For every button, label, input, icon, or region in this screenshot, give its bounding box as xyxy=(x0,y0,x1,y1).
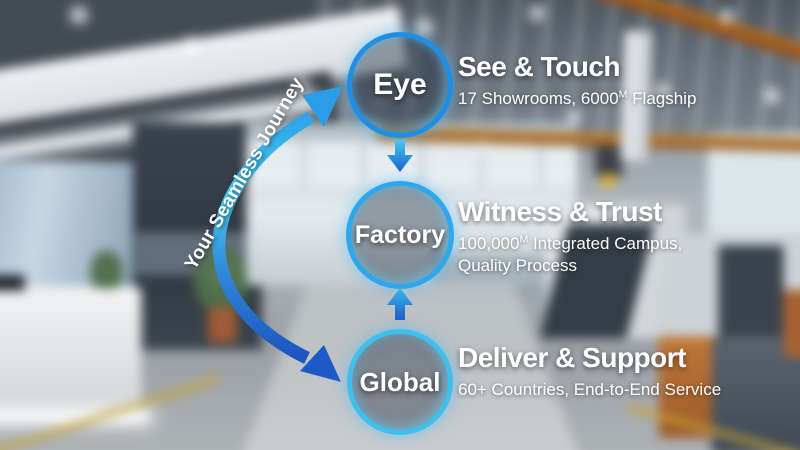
node-subtitle-factory: 100,000M Integrated Campus,Quality Proce… xyxy=(458,233,682,277)
subtitle-text: 17 Showrooms, 6000 xyxy=(458,88,619,108)
node-title-eye: See & Touch xyxy=(458,51,621,82)
bg-ceiling-light xyxy=(474,139,492,157)
bg-orange-cabinet-2 xyxy=(783,289,800,358)
bg-cnc-machine-2-panel xyxy=(718,245,784,339)
node-subtitle-global: 60+ Countries, End-to-End Service xyxy=(458,379,721,401)
arrow-up-icon xyxy=(387,288,413,320)
node-circle-factory-label: Factory xyxy=(354,220,446,249)
node-subtitle-eye: 17 Showrooms, 6000M Flagship xyxy=(458,88,696,110)
node-circle-eye-label: Eye xyxy=(373,68,427,101)
bg-ceiling-light xyxy=(525,1,549,25)
subtitle-text: Integrated Campus, xyxy=(528,233,683,253)
subtitle-superscript: M xyxy=(519,233,529,246)
bg-ceiling-light xyxy=(565,107,585,127)
bg-desk-device xyxy=(0,274,25,291)
node-circle-global: Global xyxy=(347,329,453,435)
bg-ceiling-light xyxy=(715,5,738,27)
node-circle-factory: Factory xyxy=(346,181,454,289)
bg-desk-plant xyxy=(90,250,123,289)
node-title-global: Deliver & Support xyxy=(458,342,686,373)
bg-crane-hook xyxy=(600,174,617,187)
bg-ceiling-light xyxy=(760,84,784,108)
subtitle-superscript: M xyxy=(618,88,628,101)
bg-ceiling-light xyxy=(652,79,674,101)
node-circle-global-label: Global xyxy=(359,366,441,397)
bg-reception-desk xyxy=(0,286,142,425)
subtitle-text: Flagship xyxy=(627,88,697,108)
bg-ceiling-light xyxy=(291,75,314,97)
node-text-factory: Witness & Trust 100,000M Integrated Camp… xyxy=(458,196,682,277)
bg-ceiling-light xyxy=(65,1,93,29)
arrow-down-icon xyxy=(387,140,413,172)
bg-plant-pot xyxy=(208,306,237,343)
bg-crane-hoist xyxy=(595,145,623,178)
node-text-eye: See & Touch 17 Showrooms, 6000M Flagship xyxy=(458,51,696,110)
bg-ceiling-light xyxy=(179,33,203,57)
bg-back-windows xyxy=(246,141,578,186)
node-text-global: Deliver & Support 60+ Countries, End-to-… xyxy=(458,342,721,401)
journey-arrow-icon xyxy=(212,86,343,382)
subtitle-text: 60+ Countries, End-to-End Service xyxy=(458,379,722,399)
bg-desk-lightstrip xyxy=(0,412,149,422)
node-title-factory: Witness & Trust xyxy=(458,196,662,227)
subtitle-text: 100,000 xyxy=(458,233,520,253)
subtitle-line2: Quality Process xyxy=(458,255,578,275)
node-circle-eye: Eye xyxy=(347,32,453,138)
